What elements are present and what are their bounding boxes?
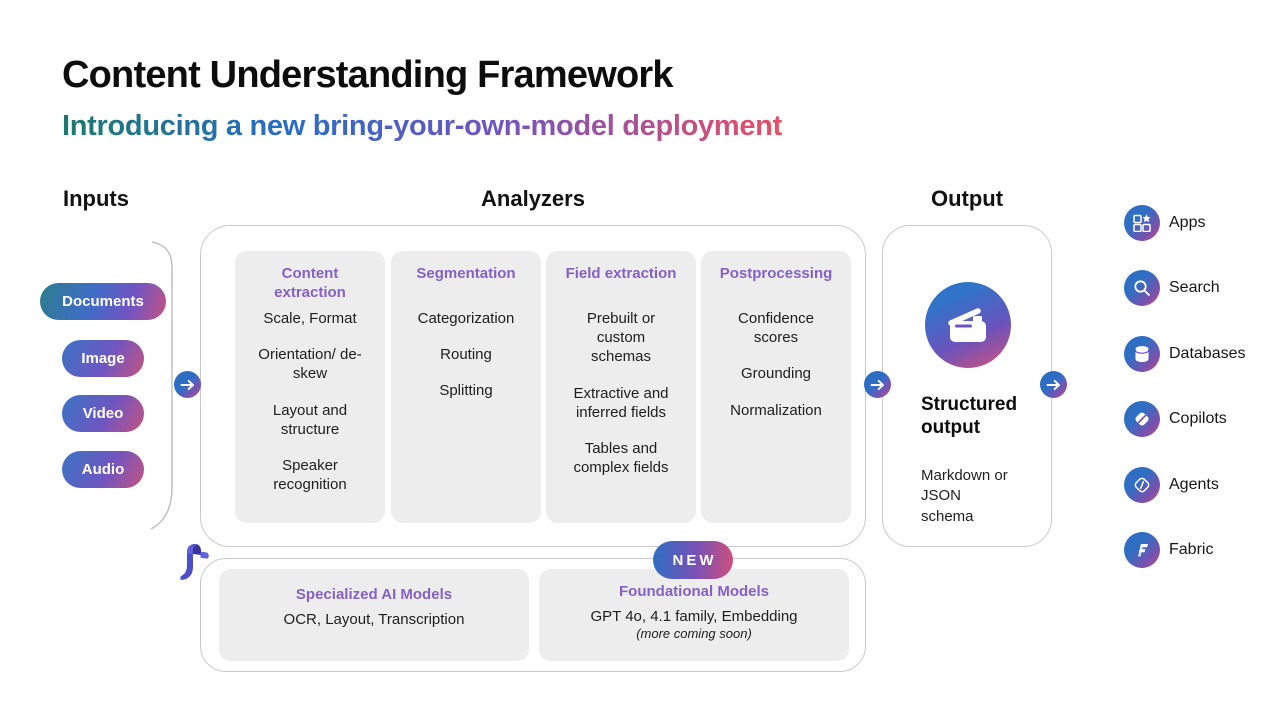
foundational-models-card: Foundational Models GPT 4o, 4.1 family, … — [539, 569, 849, 661]
analyzer-column-content-extraction: Content extraction Scale, Format Orienta… — [235, 251, 385, 523]
input-pill-audio: Audio — [62, 451, 144, 488]
output-container: Structured output Markdown or JSON schem… — [882, 225, 1052, 547]
analyzer-column-title: Postprocessing — [719, 265, 833, 282]
section-label-analyzers: Analyzers — [481, 186, 585, 211]
models-container: Specialized AI Models OCR, Layout, Trans… — [200, 558, 866, 672]
search-icon — [1124, 270, 1160, 306]
destination-label: Apps — [1169, 214, 1206, 231]
fabric-icon — [1124, 532, 1160, 568]
analyzer-column-title: Content extraction — [274, 265, 346, 301]
input-pill-documents: Documents — [40, 283, 166, 320]
destination-search: Search — [1124, 270, 1220, 306]
databases-icon — [1124, 336, 1160, 372]
analyzer-column-field-extraction: Field extraction Prebuilt or custom sche… — [546, 251, 696, 523]
output-detail: Markdown or JSON schema — [921, 467, 1008, 525]
page-title: Content Understanding Framework — [62, 54, 674, 96]
destination-agents: Agents — [1124, 467, 1219, 503]
inputs-bracket — [150, 241, 173, 530]
analyzer-item: Normalization — [730, 401, 822, 419]
destination-databases: Databases — [1124, 336, 1246, 372]
analyzers-container: Content extraction Scale, Format Orienta… — [200, 225, 866, 547]
model-card-title: Foundational Models — [619, 583, 769, 600]
destination-fabric: Fabric — [1124, 532, 1213, 568]
analyzer-item: Scale, Format — [263, 310, 357, 327]
analyzer-item: Grounding — [740, 365, 812, 383]
analyzer-column-postprocessing: Postprocessing Confidence scores Groundi… — [701, 251, 851, 523]
copilots-icon — [1124, 401, 1160, 437]
input-pill-image: Image — [62, 340, 144, 377]
section-label-inputs: Inputs — [63, 186, 129, 211]
input-pill-video: Video — [62, 395, 144, 432]
analyzer-item: Prebuilt or custom schemas — [586, 310, 656, 366]
output-heading: Structured output — [921, 394, 1018, 438]
ai-foundry-icon — [180, 544, 209, 580]
analyzer-item: Routing — [440, 346, 492, 364]
agents-icon — [1124, 467, 1160, 503]
analyzer-item: Extractive and inferred fields — [573, 384, 669, 421]
model-card-detail: OCR, Layout, Transcription — [283, 611, 465, 628]
flow-arrow-icon — [174, 371, 201, 398]
model-card-note: (more coming soon) — [636, 626, 752, 641]
analyzer-column-segmentation: Segmentation Categorization Routing Spli… — [391, 251, 541, 523]
analyzer-item: Layout and structure — [272, 401, 348, 438]
destination-copilots: Copilots — [1124, 401, 1227, 437]
analyzer-column-title: Segmentation — [416, 265, 516, 282]
flow-arrow-icon — [1040, 371, 1067, 398]
specialized-models-card: Specialized AI Models OCR, Layout, Trans… — [219, 569, 529, 661]
destination-label: Copilots — [1169, 410, 1227, 427]
flow-arrow-icon — [864, 371, 891, 398]
destination-label: Agents — [1169, 476, 1219, 493]
analyzer-item: Orientation/ de-skew — [258, 346, 362, 383]
section-label-output: Output — [930, 186, 1004, 211]
destination-apps: Apps — [1124, 205, 1205, 241]
destination-label: Search — [1169, 279, 1220, 296]
page-subtitle: Introducing a new bring-your-own-model d… — [62, 110, 782, 142]
model-card-title: Specialized AI Models — [295, 586, 453, 603]
analyzer-item: Splitting — [439, 382, 493, 400]
destination-label: Fabric — [1169, 541, 1214, 558]
apps-icon — [1124, 205, 1160, 241]
analyzer-item: Categorization — [417, 310, 515, 327]
analyzer-item: Confidence scores — [738, 310, 814, 347]
content-understanding-icon — [925, 282, 1011, 368]
analyzer-column-title: Field extraction — [565, 265, 677, 282]
model-card-detail: GPT 4o, 4.1 family, Embedding — [590, 608, 798, 625]
new-badge: NEW — [653, 541, 733, 579]
destination-label: Databases — [1169, 345, 1246, 362]
analyzer-item: Tables and complex fields — [573, 439, 669, 477]
analyzer-item: Speaker recognition — [273, 456, 347, 494]
